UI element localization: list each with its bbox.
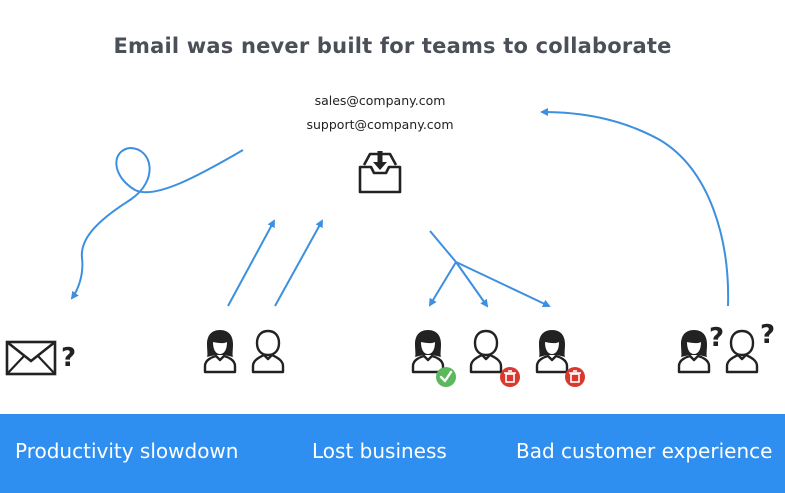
diagram-canvas: ? ? ? [5, 108, 775, 387]
split-arrow-left [428, 261, 457, 307]
envelope-icon [5, 340, 57, 376]
return-arrow [540, 108, 730, 307]
check-badge-icon [436, 367, 456, 387]
person-icon [251, 329, 285, 374]
page-title: Email was never built for teams to colla… [113, 34, 672, 58]
person-icon [725, 329, 759, 374]
split-arrow-right [455, 261, 551, 308]
trash-badge-icon [500, 367, 520, 387]
person-icon [203, 328, 237, 374]
shared-inbox-support: support@company.com [306, 117, 454, 132]
outcome-customer-experience: Bad customer experience [516, 439, 773, 463]
person-question-mark-1: ? [709, 323, 724, 353]
tangled-arrow [70, 146, 244, 300]
split-arrow-stem [429, 230, 457, 263]
person-icon [535, 328, 569, 374]
split-arrow-middle [455, 261, 489, 308]
outcome-lost-business: Lost business [312, 439, 447, 463]
person-icon [469, 329, 503, 374]
inbox-icon [358, 151, 402, 194]
person-question-mark-2: ? [760, 320, 775, 350]
reply-arrow-1 [227, 219, 275, 307]
reply-arrow-2 [274, 219, 323, 307]
trash-badge-icon [565, 367, 585, 387]
person-icon [411, 328, 445, 374]
outcomes-banner: Productivity slowdown Lost business Bad … [0, 414, 785, 493]
shared-inbox-sales: sales@company.com [314, 93, 446, 108]
envelope-question-mark: ? [61, 343, 76, 373]
person-icon [677, 328, 711, 374]
outcome-productivity: Productivity slowdown [15, 439, 239, 463]
